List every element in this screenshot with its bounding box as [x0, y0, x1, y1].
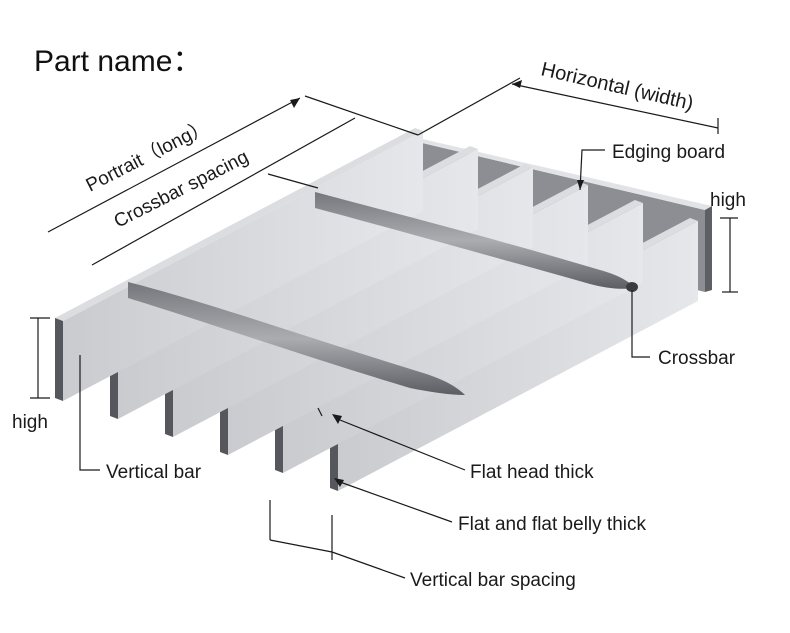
crossbar-shape [128, 192, 638, 395]
vertical-bar-label: Vertical bar [106, 462, 202, 483]
flat-head-thick-label: Flat head thick [470, 462, 594, 483]
vertical-bars-group [55, 128, 698, 491]
crossbar-label: Crossbar [658, 348, 736, 369]
high-left-label: high [12, 412, 48, 433]
edging-board-label: Edging board [612, 142, 725, 163]
annotation-lines [30, 77, 738, 579]
flat-belly-thick-label: Flat and flat belly thick [458, 514, 646, 535]
part-name-title: Part name： [34, 45, 202, 78]
vertical-bar-spacing-label: Vertical bar spacing [410, 570, 576, 591]
high-right-label: high [710, 190, 746, 211]
